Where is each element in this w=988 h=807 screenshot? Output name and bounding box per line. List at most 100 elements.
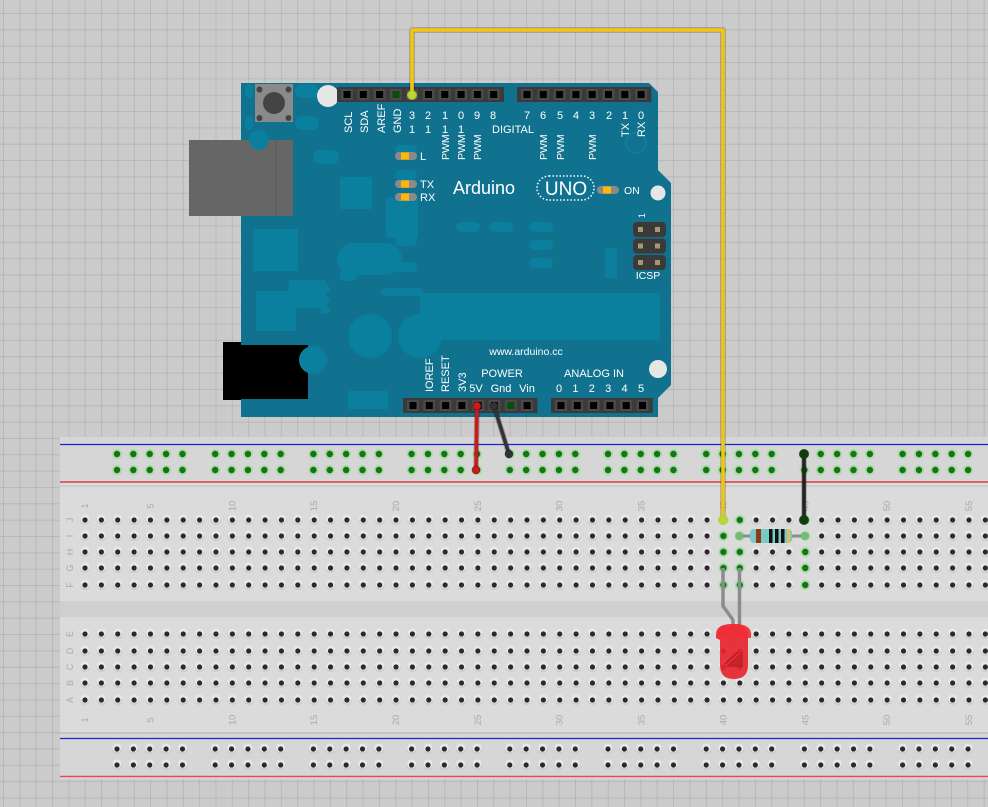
breadboard-hole[interactable] <box>524 631 530 637</box>
rail-hole[interactable] <box>932 746 938 752</box>
rail-hole[interactable] <box>441 466 448 474</box>
breadboard-hole[interactable] <box>769 664 776 670</box>
rail-hole[interactable] <box>408 450 415 458</box>
rail-hole[interactable] <box>261 466 268 474</box>
breadboard-hole[interactable] <box>917 582 923 588</box>
rail-hole[interactable] <box>114 746 120 752</box>
breadboard-hole[interactable] <box>377 664 383 670</box>
breadboard-hole[interactable] <box>736 516 743 524</box>
breadboard-hole[interactable] <box>753 680 759 686</box>
breadboard-hole[interactable] <box>851 631 857 637</box>
rail-hole[interactable] <box>932 466 939 474</box>
rail-hole[interactable] <box>114 762 120 768</box>
breadboard-hole[interactable] <box>409 533 415 539</box>
breadboard-hole[interactable] <box>311 549 317 555</box>
rail-hole[interactable] <box>916 746 922 752</box>
rail-hole[interactable] <box>212 466 219 474</box>
breadboard-hole[interactable] <box>196 517 203 523</box>
breadboard-hole[interactable] <box>458 582 465 588</box>
breadboard-hole[interactable] <box>180 680 186 686</box>
breadboard-hole[interactable] <box>442 680 448 686</box>
breadboard-hole[interactable] <box>917 517 923 523</box>
breadboard-hole[interactable] <box>426 697 432 703</box>
breadboard-hole[interactable] <box>491 648 497 654</box>
breadboard-hole[interactable] <box>950 549 956 555</box>
breadboard-hole[interactable] <box>851 680 857 686</box>
breadboard-hole[interactable] <box>655 582 661 588</box>
breadboard-hole[interactable] <box>769 565 776 571</box>
breadboard-hole[interactable] <box>98 565 104 571</box>
breadboard-hole[interactable] <box>131 582 137 588</box>
breadboard-hole[interactable] <box>655 664 661 670</box>
rail-hole[interactable] <box>769 762 775 768</box>
breadboard-hole[interactable] <box>98 664 104 670</box>
rail-hole[interactable] <box>670 450 677 458</box>
rail-hole[interactable] <box>424 450 432 458</box>
breadboard-hole[interactable] <box>917 631 923 637</box>
icsp-pin[interactable] <box>655 227 660 232</box>
rail-hole[interactable] <box>228 746 235 752</box>
breadboard-hole[interactable] <box>229 680 235 686</box>
breadboard-hole[interactable] <box>933 582 939 588</box>
icsp-pin[interactable] <box>638 260 643 265</box>
breadboard-hole[interactable] <box>360 648 366 654</box>
breadboard-hole[interactable] <box>900 648 907 654</box>
breadboard-hole[interactable] <box>868 648 874 654</box>
breadboard-hole[interactable] <box>769 631 776 637</box>
rail-hole[interactable] <box>359 450 366 458</box>
breadboard-hole[interactable] <box>622 565 628 571</box>
breadboard-hole[interactable] <box>737 680 743 686</box>
breadboard-hole[interactable] <box>131 533 137 539</box>
breadboard-hole[interactable] <box>933 648 939 654</box>
breadboard-hole[interactable] <box>426 565 432 571</box>
rail-hole[interactable] <box>310 762 316 768</box>
rail-hole[interactable] <box>752 466 759 474</box>
breadboard-hole[interactable] <box>982 549 988 555</box>
breadboard-hole[interactable] <box>688 582 694 588</box>
rail-hole[interactable] <box>278 762 284 768</box>
breadboard-hole[interactable] <box>917 648 923 654</box>
breadboard-hole[interactable] <box>409 648 415 654</box>
breadboard-hole[interactable] <box>802 648 808 654</box>
breadboard-hole[interactable] <box>409 582 415 588</box>
breadboard-hole[interactable] <box>491 533 497 539</box>
breadboard-hole[interactable] <box>933 533 939 539</box>
breadboard-hole[interactable] <box>82 697 88 703</box>
breadboard-hole[interactable] <box>688 631 694 637</box>
breadboard-hole[interactable] <box>573 648 579 654</box>
breadboard-hole[interactable] <box>409 565 415 571</box>
header-pin[interactable] <box>606 402 614 409</box>
breadboard-hole[interactable] <box>311 631 317 637</box>
breadboard-hole[interactable] <box>278 680 285 686</box>
wire-black-gnd-end[interactable] <box>489 401 499 411</box>
breadboard-hole[interactable] <box>688 517 694 523</box>
breadboard-hole[interactable] <box>540 680 546 686</box>
breadboard-hole[interactable] <box>671 697 677 703</box>
breadboard-hole[interactable] <box>884 680 890 686</box>
rail-hole[interactable] <box>703 466 710 474</box>
breadboard-hole[interactable] <box>278 697 285 703</box>
breadboard-hole[interactable] <box>524 697 530 703</box>
icsp-pin[interactable] <box>638 227 643 232</box>
rail-hole[interactable] <box>916 762 922 768</box>
breadboard-hole[interactable] <box>622 631 628 637</box>
breadboard-hole[interactable] <box>573 582 579 588</box>
rail-hole[interactable] <box>556 746 562 752</box>
rail-hole[interactable] <box>228 450 235 458</box>
breadboard-hole[interactable] <box>589 517 596 523</box>
breadboard-hole[interactable] <box>344 664 350 670</box>
breadboard-hole[interactable] <box>442 582 448 588</box>
breadboard-hole[interactable] <box>295 582 301 588</box>
breadboard-hole[interactable] <box>229 582 235 588</box>
rail-hole[interactable] <box>228 466 235 474</box>
breadboard-hole[interactable] <box>426 549 432 555</box>
breadboard-hole[interactable] <box>786 631 792 637</box>
breadboard-hole[interactable] <box>393 631 399 637</box>
rail-hole[interactable] <box>555 466 563 474</box>
breadboard-hole[interactable] <box>278 549 285 555</box>
rail-hole[interactable] <box>572 746 578 752</box>
breadboard-hole[interactable] <box>344 549 350 555</box>
rail-hole[interactable] <box>343 762 349 768</box>
rail-hole[interactable] <box>833 466 841 474</box>
breadboard-hole[interactable] <box>540 697 546 703</box>
